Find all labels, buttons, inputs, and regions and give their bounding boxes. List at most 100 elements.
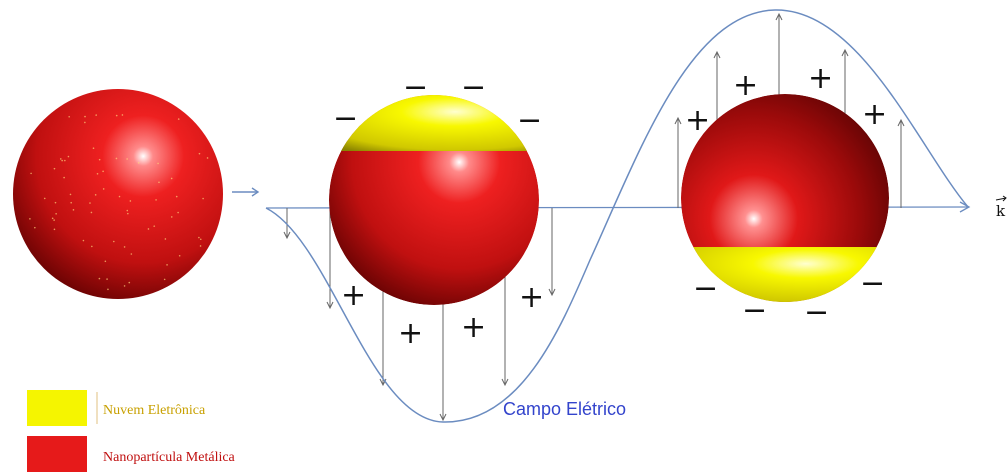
surface-speckle-dot bbox=[61, 159, 63, 162]
surface-speckle-dot bbox=[147, 228, 150, 230]
surface-speckle-dot bbox=[84, 115, 86, 118]
surface-speckle-dot bbox=[96, 172, 99, 175]
surface-speckle-dot bbox=[84, 121, 86, 124]
negative-charge-sign: − bbox=[693, 271, 718, 306]
surface-speckle-dot bbox=[94, 194, 97, 196]
surface-speckle-dot bbox=[175, 195, 178, 198]
legend-swatch-nanoparticle bbox=[27, 436, 87, 472]
surface-speckle-dot bbox=[106, 278, 108, 280]
surface-speckle-dot bbox=[129, 200, 132, 202]
surface-speckle-dot bbox=[54, 201, 57, 204]
positive-charge-sign: + bbox=[461, 310, 486, 345]
field-arrow-head bbox=[439, 413, 447, 422]
surface-speckle-dot bbox=[127, 212, 129, 215]
surface-speckle-dot bbox=[115, 114, 118, 117]
positive-charge-sign: + bbox=[808, 61, 833, 96]
surface-speckle-dot bbox=[166, 264, 168, 266]
field-arrow-head bbox=[501, 378, 509, 387]
field-arrow-head bbox=[283, 231, 291, 240]
surface-speckle bbox=[29, 114, 209, 291]
surface-speckle-dot bbox=[67, 155, 70, 158]
surface-speckle-dot bbox=[177, 211, 179, 214]
legend: Nuvem Eletrônica Nanopartícula Metálica bbox=[27, 390, 236, 472]
surface-speckle-dot bbox=[64, 159, 66, 162]
polarized-sphere-negative-top bbox=[329, 95, 539, 305]
surface-speckle-dot bbox=[63, 176, 65, 179]
surface-speckle-dot bbox=[206, 157, 209, 159]
surface-speckle-dot bbox=[128, 281, 131, 284]
surface-speckle-dot bbox=[107, 288, 109, 291]
negative-charge-sign: − bbox=[461, 70, 486, 105]
nanoparticle-sphere bbox=[13, 89, 223, 299]
surface-speckle-dot bbox=[30, 172, 32, 175]
incident-arrow bbox=[232, 187, 260, 197]
surface-speckle-dot bbox=[123, 246, 126, 248]
field-arrow-head bbox=[674, 116, 682, 125]
surface-speckle-dot bbox=[158, 181, 160, 184]
surface-speckle-dot bbox=[90, 211, 93, 214]
field-label: Campo Elétrico bbox=[503, 399, 626, 419]
surface-speckle-dot bbox=[95, 114, 97, 116]
surface-speckle-dot bbox=[53, 219, 55, 221]
positive-charge-sign: + bbox=[733, 68, 758, 103]
surface-speckle-dot bbox=[29, 218, 31, 220]
surface-speckle-dot bbox=[202, 197, 204, 200]
legend-label-nanoparticle: Nanopartícula Metálica bbox=[103, 450, 236, 465]
surface-speckle-dot bbox=[102, 188, 105, 190]
surface-speckle-dot bbox=[92, 147, 95, 149]
positive-charges-middle: + + + + bbox=[341, 278, 544, 351]
surface-speckle-dot bbox=[164, 238, 167, 240]
surface-speckle-dot bbox=[102, 170, 104, 173]
surface-speckle-dot bbox=[55, 212, 57, 215]
surface-speckle-dot bbox=[98, 158, 101, 161]
surface-speckle-dot bbox=[198, 236, 200, 239]
surface-speckle-dot bbox=[198, 152, 201, 155]
surface-speckle-dot bbox=[53, 167, 56, 170]
surface-speckle-dot bbox=[69, 193, 72, 196]
surface-speckle-dot bbox=[43, 197, 46, 200]
surface-speckle-dot bbox=[72, 209, 75, 211]
positive-charge-sign: + bbox=[398, 316, 423, 351]
surface-speckle-dot bbox=[34, 226, 36, 229]
surface-speckle-dot bbox=[126, 209, 129, 212]
negative-charge-sign: − bbox=[517, 103, 542, 138]
surface-speckle-dot bbox=[177, 118, 180, 120]
surface-speckle-dot bbox=[104, 260, 107, 263]
polarized-sphere-negative-bottom bbox=[681, 94, 889, 302]
surface-speckle-dot bbox=[130, 253, 133, 255]
electric-field-wave bbox=[265, 9, 969, 423]
legend-swatch-electron-cloud bbox=[27, 390, 87, 426]
positive-charge-sign: + bbox=[519, 280, 544, 315]
surface-speckle-dot bbox=[115, 157, 118, 160]
negative-charge-sign: − bbox=[333, 101, 358, 136]
field-arrow-head bbox=[775, 12, 783, 21]
field-arrow-head bbox=[713, 50, 721, 59]
surface-speckle-dot bbox=[157, 162, 159, 165]
surface-speckle-dot bbox=[59, 158, 62, 160]
positive-charges-right: + + + + bbox=[685, 61, 887, 138]
surface-speckle-dot bbox=[53, 228, 56, 231]
negative-charge-sign: − bbox=[742, 293, 767, 328]
surface-speckle-dot bbox=[118, 195, 121, 198]
surface-speckle-dot bbox=[82, 239, 85, 242]
surface-speckle-dot bbox=[137, 162, 140, 164]
surface-speckle-dot bbox=[199, 238, 202, 241]
surface-speckle-dot bbox=[153, 225, 156, 227]
negative-charges-middle: − − − − bbox=[333, 70, 542, 138]
surface-speckle-dot bbox=[98, 277, 101, 280]
surface-speckle-dot bbox=[178, 254, 181, 257]
field-arrow-head bbox=[548, 288, 556, 297]
surface-speckle-dot bbox=[199, 245, 202, 247]
surface-speckle-dot bbox=[112, 240, 115, 243]
field-arrow-head bbox=[841, 48, 849, 57]
surface-speckle-dot bbox=[89, 202, 91, 204]
surface-speckle-dot bbox=[155, 199, 157, 201]
surface-speckle-dot bbox=[170, 216, 173, 218]
surface-speckle-dot bbox=[126, 158, 128, 160]
legend-label-electron-cloud: Nuvem Eletrônica bbox=[103, 403, 206, 418]
positive-charge-sign: + bbox=[862, 97, 887, 132]
surface-speckle-dot bbox=[121, 114, 124, 116]
surface-speckle-dot bbox=[170, 177, 173, 180]
surface-speckle-dot bbox=[123, 285, 126, 287]
